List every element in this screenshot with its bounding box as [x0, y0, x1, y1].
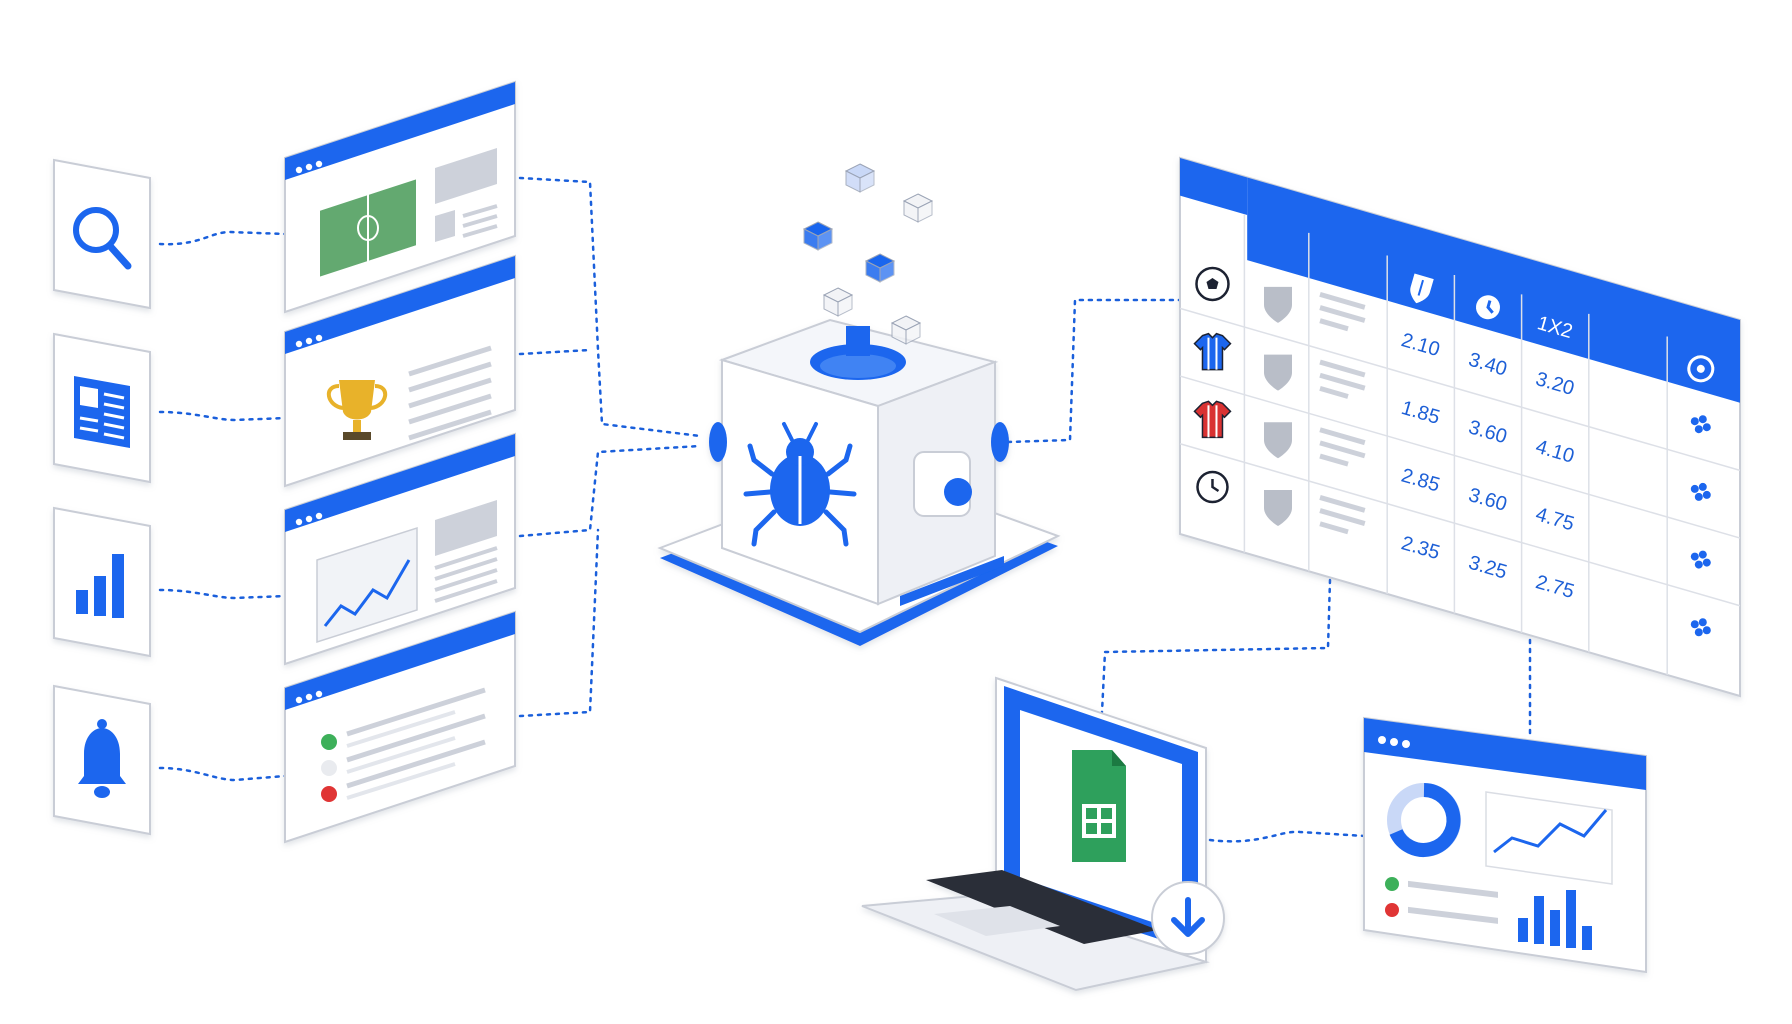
- line-chart-icon: [316, 526, 418, 644]
- line-chart-page[interactable]: [284, 432, 516, 666]
- source-icon-card[interactable]: [53, 332, 151, 484]
- team-name-placeholder: [1319, 440, 1366, 459]
- team-name-placeholder: [1319, 305, 1366, 323]
- news-icon: [74, 376, 130, 448]
- bar-chart-icon: [76, 554, 124, 618]
- trophy-page[interactable]: [284, 254, 516, 488]
- spreadsheet-icon: [1072, 750, 1126, 862]
- status-dot: [321, 760, 337, 776]
- page-content: [316, 500, 498, 644]
- data-cube: [902, 193, 934, 223]
- page-content: [318, 148, 498, 280]
- red-shirt-icon: [1193, 400, 1232, 439]
- data-cube: [822, 287, 854, 317]
- bug-icon: [743, 422, 857, 547]
- target-icon: [1687, 355, 1715, 383]
- source-icon-card[interactable]: [53, 506, 151, 658]
- laptop: [861, 676, 1225, 992]
- analytics-dashboard: [1363, 716, 1647, 974]
- data-cube: [864, 253, 896, 283]
- team-name-placeholder: [1319, 385, 1349, 399]
- football-pitch-page[interactable]: [284, 80, 516, 314]
- source-icon-card[interactable]: [53, 684, 151, 836]
- team-name-placeholder: [1319, 453, 1349, 467]
- page-content: [327, 345, 492, 441]
- team-shield-icon: [1264, 354, 1292, 391]
- status-dot: [321, 734, 337, 750]
- soccer-ball-icon: [1195, 266, 1230, 302]
- page-titlebar: [285, 434, 515, 532]
- team-name-placeholder: [1319, 495, 1366, 513]
- more-options-icon[interactable]: [1690, 550, 1711, 569]
- more-options-icon[interactable]: [1690, 415, 1711, 434]
- line-chart-icon: [1485, 791, 1613, 885]
- clock-icon: [1476, 295, 1500, 320]
- team-name-placeholder: [1319, 318, 1349, 332]
- scraper-engine: [657, 318, 1061, 646]
- page-titlebar: [285, 82, 515, 180]
- data-cube: [844, 163, 876, 193]
- download-icon: [1151, 881, 1225, 955]
- odds-table: 1X22.103.403.201.853.604.102.853.604.752…: [1179, 156, 1741, 698]
- bell-icon: [78, 719, 126, 798]
- team-shield-icon: [1264, 286, 1292, 323]
- donut-chart-icon: [1387, 783, 1461, 857]
- team-shield-icon: [1264, 422, 1292, 459]
- team-name-placeholder: [1319, 359, 1366, 378]
- team-name-placeholder: [1319, 372, 1366, 391]
- status-list-page[interactable]: [284, 610, 516, 844]
- team-name-placeholder: [1319, 521, 1349, 535]
- trophy-icon: [327, 380, 387, 440]
- blue-shirt-icon: [1193, 332, 1232, 371]
- source-icon-card[interactable]: [53, 158, 151, 310]
- page-titlebar: [285, 256, 515, 354]
- more-options-icon[interactable]: [1690, 618, 1711, 637]
- team-name-placeholder: [1319, 508, 1366, 526]
- data-cubes: [802, 163, 934, 345]
- status-dot: [321, 786, 337, 802]
- table-header: [1247, 177, 1740, 403]
- shield-icon: [1410, 273, 1434, 304]
- clock-icon: [1196, 470, 1229, 504]
- data-cube: [802, 221, 834, 251]
- page-titlebar: [285, 612, 515, 710]
- data-cube: [890, 315, 922, 345]
- bar-chart-icon: [1518, 890, 1592, 950]
- search-icon: [73, 207, 132, 270]
- page-content: [321, 687, 486, 802]
- team-name-placeholder: [1319, 427, 1366, 446]
- team-shield-icon: [1264, 489, 1292, 526]
- team-name-placeholder: [1319, 291, 1366, 310]
- more-options-icon[interactable]: [1690, 482, 1711, 501]
- connector-lines: [158, 176, 1532, 843]
